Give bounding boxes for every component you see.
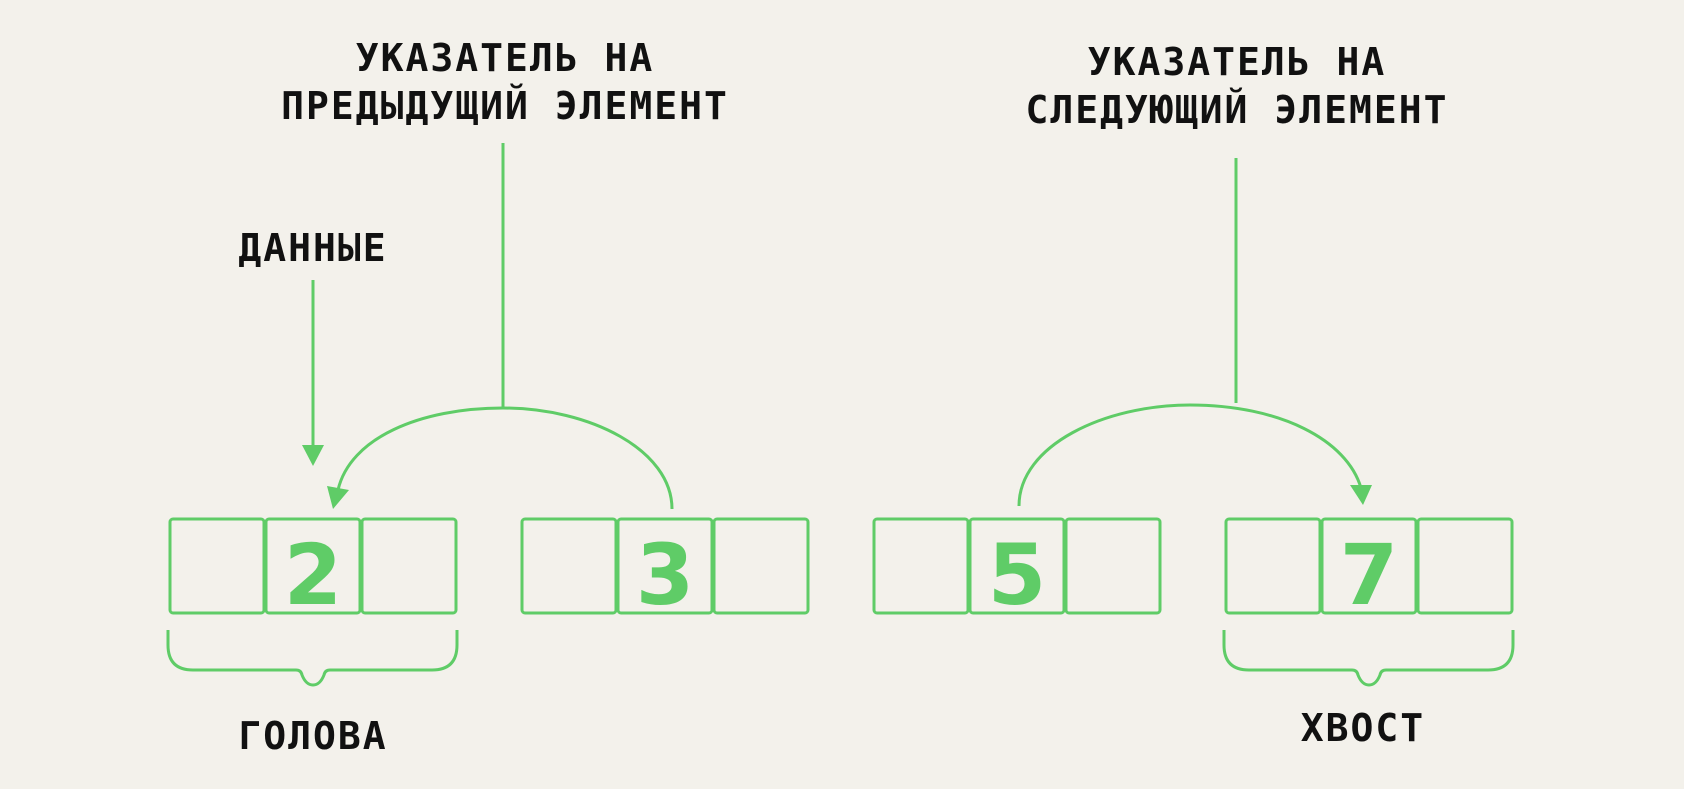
prev-pointer-cell xyxy=(168,517,266,615)
prev-pointer-label: УКАЗАТЕЛЬ НА ПРЕДЫДУЩИЙ ЭЛЕМЕНТ xyxy=(230,34,780,130)
data-label: ДАННЫЕ xyxy=(238,226,388,270)
tail-brace xyxy=(1222,630,1515,687)
next-pointer-cell xyxy=(1064,517,1162,615)
data-cell xyxy=(264,517,362,615)
node-value: 7 xyxy=(1340,526,1398,624)
node-value: 2 xyxy=(284,526,342,624)
head-label: ГОЛОВА xyxy=(238,714,388,758)
list-node: 2 xyxy=(168,517,458,624)
prev-pointer-cell xyxy=(1224,517,1322,615)
next-pointer-label-line1: УКАЗАТЕЛЬ НА xyxy=(1087,40,1387,84)
list-node: 7 xyxy=(1224,517,1514,624)
node-value: 5 xyxy=(988,526,1046,624)
next-pointer-arrow xyxy=(1017,158,1372,507)
data-cell xyxy=(1320,517,1418,615)
next-pointer-label: УКАЗАТЕЛЬ НА СЛЕДУЮЩИЙ ЭЛЕМЕНТ xyxy=(962,38,1512,134)
list-node: 5 xyxy=(872,517,1162,624)
data-cell xyxy=(968,517,1066,615)
next-pointer-cell xyxy=(360,517,458,615)
data-cell xyxy=(616,517,714,615)
prev-pointer-label-line2: ПРЕДЫДУЩИЙ ЭЛЕМЕНТ xyxy=(281,84,729,128)
next-pointer-cell xyxy=(712,517,810,615)
prev-pointer-arrow xyxy=(327,143,674,510)
data-arrow xyxy=(302,280,324,466)
prev-pointer-label-line1: УКАЗАТЕЛЬ НА xyxy=(355,36,655,80)
prev-pointer-cell xyxy=(520,517,618,615)
prev-pointer-cell xyxy=(872,517,970,615)
head-brace xyxy=(166,630,459,687)
list-node: 3 xyxy=(520,517,810,624)
next-pointer-label-line2: СЛЕДУЮЩИЙ ЭЛЕМЕНТ xyxy=(1025,88,1449,132)
node-value: 3 xyxy=(636,526,694,624)
next-pointer-cell xyxy=(1416,517,1514,615)
tail-label: ХВОСТ xyxy=(1300,706,1426,750)
